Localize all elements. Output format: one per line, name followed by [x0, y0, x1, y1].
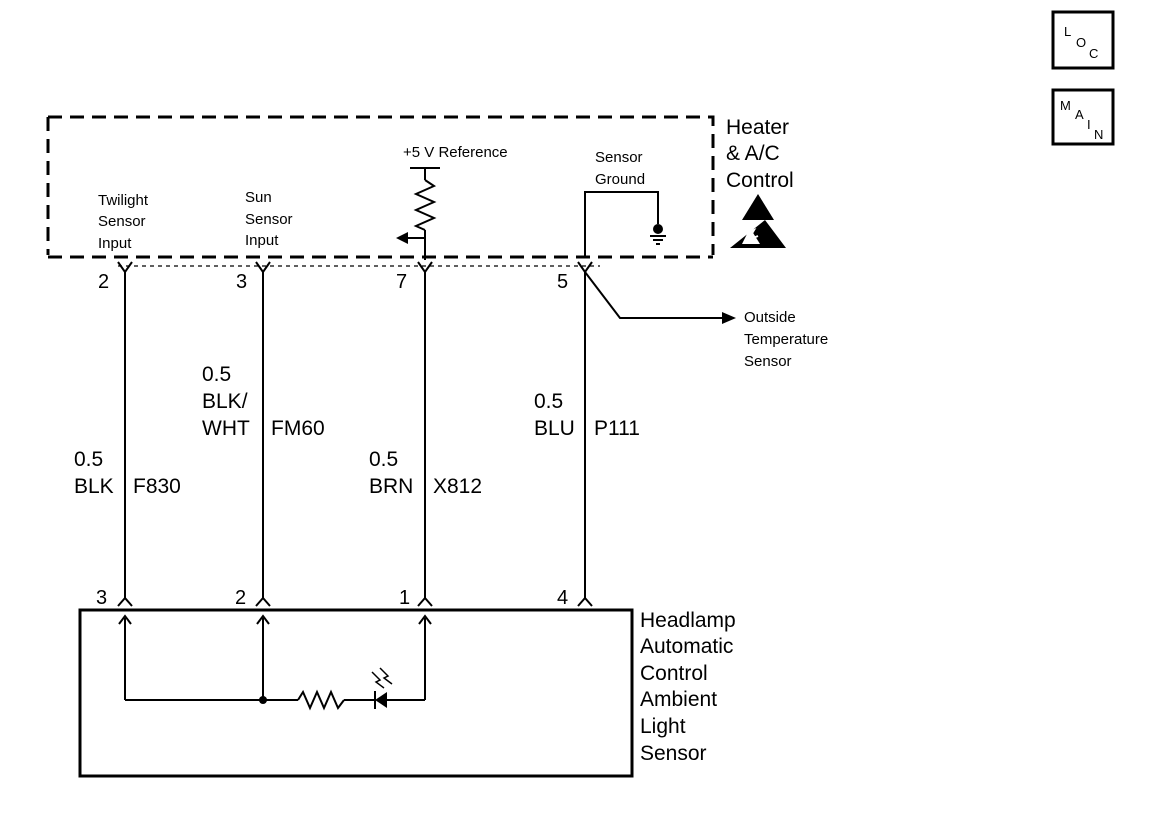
sensor-name-line-3: Control	[640, 662, 708, 685]
wire-3-color: BRN	[369, 475, 413, 498]
reference-label: +5 V Reference	[403, 144, 508, 161]
sun-input-line-1: Sun	[245, 189, 272, 206]
bottom-pin-wire-2: 2	[235, 587, 246, 609]
ground-icon	[584, 191, 666, 258]
main-button[interactable]: M A I N	[1051, 88, 1115, 146]
module-name-line-1: Heater	[726, 116, 789, 139]
main-letter-m: M	[1060, 98, 1071, 113]
esd-warning-icon	[730, 194, 786, 248]
bottom-pin-wire-3: 1	[399, 587, 410, 609]
outside-sensor-line-1: Outside	[744, 309, 796, 326]
module-name-line-2: & A/C	[726, 142, 780, 165]
loc-letter-l: L	[1064, 24, 1071, 39]
twilight-input-line-2: Sensor	[98, 213, 146, 230]
twilight-input-line-3: Input	[98, 235, 132, 252]
outside-sensor-line-2: Temperature	[744, 331, 828, 348]
wire-4-gauge: 0.5	[534, 390, 563, 413]
sun-input-line-3: Input	[245, 232, 279, 249]
sensor-name-line-4: Ambient	[640, 688, 717, 711]
twilight-input-line-1: Twilight	[98, 192, 149, 209]
top-pin-wire-1: 2	[98, 271, 109, 293]
loc-letter-o: O	[1076, 35, 1086, 50]
wire-3-circuit: X812	[433, 475, 482, 498]
top-pin-wire-3: 7	[396, 271, 407, 293]
wire-1-color: BLK	[74, 475, 114, 498]
bottom-pin-wire-1: 3	[96, 587, 107, 609]
wire-2-color-line-1: BLK/	[202, 390, 248, 413]
wire-2-circuit: FM60	[271, 417, 325, 440]
wire-4-circuit: P111	[594, 417, 640, 440]
junction-dot-icon	[259, 696, 267, 704]
sensor-name-line-2: Automatic	[640, 635, 733, 658]
ambient-light-sensor	[78, 608, 634, 778]
photodiode-icon	[371, 667, 393, 709]
wire-1-gauge: 0.5	[74, 448, 103, 471]
reference-resistor-icon	[396, 167, 440, 260]
wire-3-gauge: 0.5	[369, 448, 398, 471]
module-name-line-3: Control	[726, 169, 794, 192]
wire-2-gauge: 0.5	[202, 363, 231, 386]
loc-button[interactable]: L O C	[1051, 10, 1115, 70]
wire-lines	[117, 261, 724, 607]
sun-input-line-2: Sensor	[245, 211, 293, 228]
top-pin-wire-2: 3	[236, 271, 247, 293]
sensor-ground-line-1: Sensor	[595, 149, 643, 166]
bottom-pin-wire-4: 4	[557, 587, 568, 609]
outside-sensor-line-3: Sensor	[744, 353, 792, 370]
sensor-name-line-6: Sensor	[640, 742, 707, 765]
wire-2-color-line-2: WHT	[202, 417, 250, 440]
outside-sensor-arrow-icon	[722, 312, 736, 324]
sensor-name-line-5: Light	[640, 715, 686, 738]
top-pin-wire-4: 5	[557, 271, 568, 293]
wire-4-color: BLU	[534, 417, 575, 440]
sensor-name-line-1: Headlamp	[640, 609, 736, 632]
loc-letter-c: C	[1089, 46, 1098, 61]
main-letter-a: A	[1075, 107, 1084, 122]
main-letter-i: I	[1087, 117, 1091, 132]
hvac-control-module	[46, 115, 715, 267]
wire-1-circuit: F830	[133, 475, 181, 498]
main-letter-n: N	[1094, 127, 1103, 142]
sensor-ground-line-2: Ground	[595, 171, 645, 188]
